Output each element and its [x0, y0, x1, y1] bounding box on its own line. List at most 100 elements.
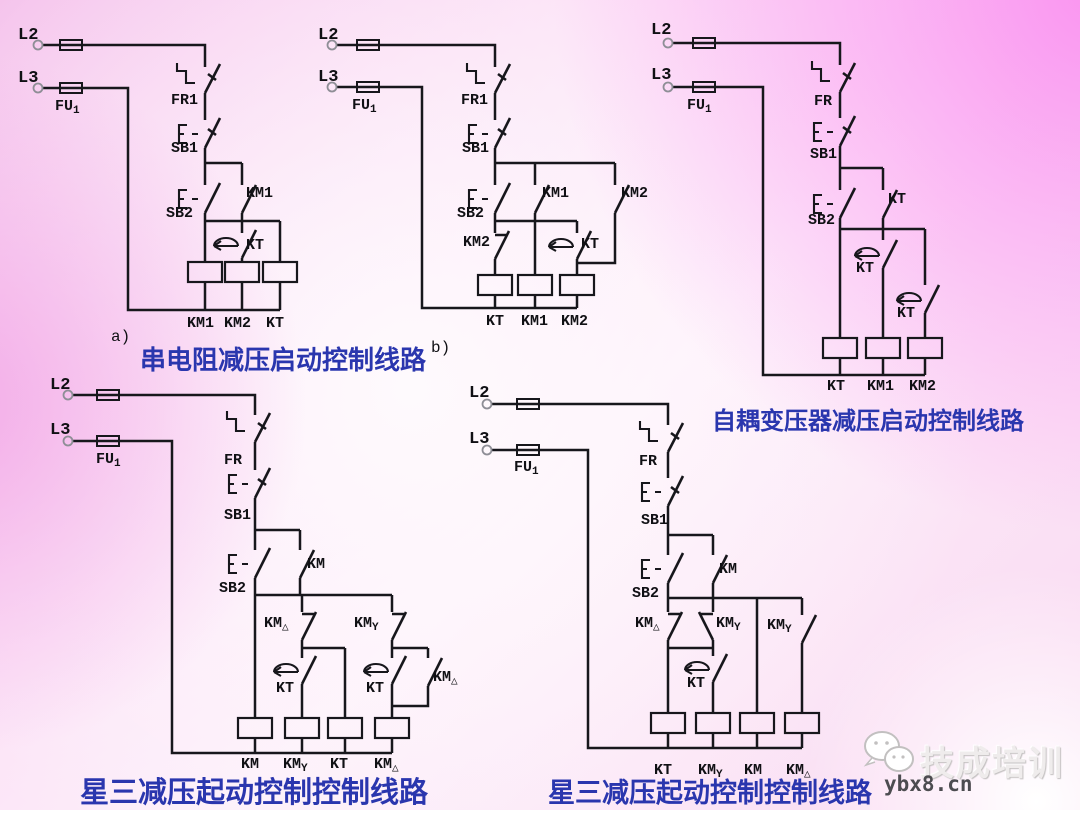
circuit-d-title: 星三减压起动控制控制线路	[80, 775, 429, 809]
phase-l3-label: L3	[651, 66, 671, 85]
coil-kt	[261, 260, 299, 284]
pushbutton-icon	[640, 481, 663, 503]
coil-label: KM1	[187, 315, 214, 332]
wiring	[337, 43, 617, 310]
km-delta-nc-label: KM△	[635, 615, 660, 634]
coil-label: KT	[827, 378, 845, 395]
phase-l2-label: L2	[318, 26, 338, 45]
contact-strokes	[666, 422, 818, 683]
sb2-label: SB2	[632, 585, 659, 602]
km-contact-label: KM	[307, 556, 325, 573]
kt-delay-contact-label: KT	[897, 305, 915, 322]
kt-contact-label: KT	[246, 237, 264, 254]
km2-nc-contact-label: KM2	[463, 234, 490, 251]
km-y-nc-label: KMY	[716, 615, 741, 634]
sb1-label: SB1	[810, 146, 837, 163]
thermal-heater-icon	[638, 419, 660, 443]
kt-delay-contact-label: KT	[276, 680, 294, 697]
terminal-l3	[62, 435, 74, 447]
time-delay-icon	[212, 236, 240, 252]
circuit-b: L2 L3 FU1 FR1 SB1 SB2 KM1 KM2 KM2 KT KT …	[318, 26, 648, 357]
circuit-a-title: 串电阻减压启动控制线路	[140, 345, 427, 376]
fuse-label: FU1	[96, 451, 121, 470]
coil-km1	[864, 336, 902, 360]
time-delay-icon	[895, 291, 923, 307]
km1-contact-label: KM1	[246, 185, 273, 202]
coil-label: KM1	[521, 313, 548, 330]
fuse-label: FU1	[514, 459, 539, 478]
terminal-l2	[62, 389, 74, 401]
terminal-l2	[32, 39, 44, 51]
coil-km	[236, 716, 274, 740]
sb2-label: SB2	[457, 205, 484, 222]
pushbutton-icon	[227, 553, 250, 575]
time-delay-icon	[853, 246, 881, 262]
time-delay-icon	[362, 662, 390, 678]
terminal-l2	[481, 398, 493, 410]
kt-no-contact-label: KT	[888, 191, 906, 208]
coil-kt	[821, 336, 859, 360]
pushbutton-icon	[640, 558, 663, 580]
phase-l3-label: L3	[469, 430, 489, 449]
coil-label: KM△	[786, 762, 811, 781]
coil-kmdelta	[373, 716, 411, 740]
coil-label: KT	[330, 756, 348, 773]
circuit-e: L2 L3 FU1 FR SB1 SB2 KM KM△ KMY KMY KT K…	[469, 384, 873, 809]
fuse-label: FU1	[55, 98, 80, 117]
km-y-no-label: KMY	[767, 617, 792, 636]
coil-km	[738, 711, 776, 735]
coil-label: KM2	[909, 378, 936, 395]
coil-kmdelta	[783, 711, 821, 735]
coil-km1	[186, 260, 224, 284]
sb2-label: SB2	[166, 205, 193, 222]
coil-kt	[649, 711, 687, 735]
phase-l2-label: L2	[18, 26, 38, 45]
phase-l3-label: L3	[50, 421, 70, 440]
fuse-icon	[59, 39, 83, 51]
coil-label: KMY	[698, 762, 723, 781]
coil-label: KM△	[374, 756, 399, 775]
circuit-d: L2 L3 FU1 FR SB1 SB2 KM KM△ KMY KT KT KM…	[50, 376, 458, 809]
fuse-icon	[96, 389, 120, 401]
thermal-heater-icon	[810, 59, 832, 83]
fr-label: FR	[224, 452, 242, 469]
watermark-url: ybx8.cn	[884, 772, 973, 796]
phase-l3-label: L3	[318, 68, 338, 87]
fuse-icon	[516, 444, 540, 456]
contact-strokes	[838, 62, 941, 314]
sb2-label: SB2	[219, 580, 246, 597]
pushbutton-icon	[812, 121, 835, 143]
circuit-a: L2 L3 FU1 FR1 SB1 SB2 KM1 KT KM1 KM2 KT …	[18, 26, 427, 376]
contact-strokes	[253, 412, 444, 687]
wiring	[43, 43, 282, 312]
circuit-c: L2 L3 FU1 FR SB1 SB2 KT KT KT KT KM1 KM2…	[651, 21, 1025, 435]
phase-l2-label: L2	[469, 384, 489, 403]
fr-label: FR1	[171, 92, 198, 109]
pushbutton-icon	[227, 473, 250, 495]
fuse-icon	[96, 435, 120, 447]
coil-label: KMY	[283, 756, 308, 775]
watermark: 技成培训 ybx8.cn	[852, 702, 1062, 802]
km1-contact-label: KM1	[542, 185, 569, 202]
terminal-l3	[662, 81, 674, 93]
kt-delay-contact-label: KT	[856, 260, 874, 277]
coil-label: KM2	[561, 313, 588, 330]
kt-contact-label: KT	[581, 236, 599, 253]
coil-label: KT	[654, 762, 672, 779]
terminal-l2	[326, 39, 338, 51]
terminal-l2	[662, 37, 674, 49]
coil-km2	[558, 273, 596, 297]
coil-label: KM2	[224, 315, 251, 332]
sb1-label: SB1	[171, 140, 198, 157]
wiring	[673, 41, 927, 377]
terminal-l3	[481, 444, 493, 456]
kt-delay-contact-label: KT	[366, 680, 384, 697]
circuit-c-title: 自耦变压器减压启动控制线路	[712, 407, 1025, 435]
contact-strokes	[493, 63, 631, 260]
phase-l2-label: L2	[651, 21, 671, 40]
coil-label: KT	[266, 315, 284, 332]
terminal-l3	[32, 82, 44, 94]
coil-km2	[223, 260, 261, 284]
contact-strokes	[203, 63, 258, 259]
